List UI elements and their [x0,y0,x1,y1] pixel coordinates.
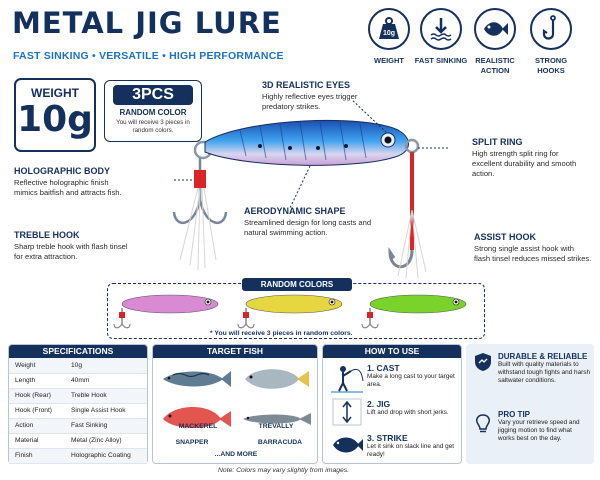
durable-title: DURABLE & RELIABLE [498,352,588,361]
fish-label: SNAPPER [175,439,209,446]
weight-icon: 10g [368,8,410,50]
callout-title: HOLOGRAPHIC BODY [14,166,111,176]
callout-holographic-body: HOLOGRAPHIC BODY Reflective holographic … [14,166,134,198]
callout-title: SPLIT RING [472,137,523,147]
callout-title: TREBLE HOOK [14,230,80,240]
fish-label: BARRACUDA [257,439,303,446]
feature-label: REALISTIC ACTION [475,56,515,75]
pieces-color: RANDOM COLOR [119,108,187,117]
durable-text: Built with quality materials to withstan… [498,361,591,384]
callout-text: Strong single assist hook with flash tin… [474,244,592,263]
feature-action: REALISTIC ACTION [466,8,524,76]
random-colors-note: * You will receive 3 pieces in random co… [210,330,353,337]
callout-eyes: 3D REALISTIC EYES Highly reflective eyes… [262,80,382,112]
pro-tip-title: PRO TIP [498,410,531,419]
page-title: METAL JIG LURE [12,6,282,40]
feature-label: STRONG HOOKS [534,56,568,75]
weight-box: WEIGHT 10g [14,78,96,152]
target-fish-title: TARGET FISH [153,345,317,358]
durable-protip-panel: DURABLE & RELIABLE Built with quality ma… [466,344,594,464]
feature-label: FAST SINKING [414,56,468,65]
fish-label: MACKEREL [178,423,218,430]
sinking-arrow-icon [420,8,462,50]
callout-split-ring: SPLIT RING High strength split ring for … [472,137,590,179]
pro-tip-text: Vary your retrieve speed and jigging mot… [498,419,580,442]
page-subtitle: FAST SINKING • VERSATILE • HIGH PERFORMA… [13,50,284,62]
hook-icon [530,8,572,50]
target-fish-panel: TARGET FISH MACKEREL TREVALLY SNAPPER BA… [152,344,318,464]
feature-hooks: STRONG HOOKS [522,8,580,76]
specifications-title: SPECIFICATIONS [9,345,147,358]
durable-section: DURABLE & RELIABLE Built with quality ma… [498,352,590,385]
strike-icon [333,437,363,453]
snapper-icon [163,407,231,428]
callout-treble-hook: TREBLE HOOK Sharp treble hook with flash… [14,230,130,262]
feature-sinking: FAST SINKING [412,8,470,66]
callout-title: AERODYNAMIC SHAPE [244,206,346,216]
lure-body [204,119,409,166]
pro-tip-section: PRO TIP Vary your retrieve speed and jig… [498,410,590,443]
cast-icon [331,366,364,393]
lure-yellow [237,294,343,329]
callout-text: Sharp treble hook with flash tinsel for … [14,242,128,261]
fish-label: TREVALLY [258,423,294,430]
table-row: Hook (Front)Single Assist Hook [9,403,147,419]
footer-note: Note: Colors may vary slightly from imag… [218,467,350,474]
mackerel-icon [163,371,231,387]
target-fish-illustrations [163,369,311,428]
feature-weight: 10g WEIGHT [360,8,418,66]
callout-text: Highly reflective eyes trigger predatory… [262,92,358,111]
callout-text: High strength split ring for excellent d… [472,149,577,178]
random-colors-label: RANDOM COLORS [242,278,352,291]
callout-title: ASSIST HOOK [474,232,537,242]
lure-green [361,294,467,329]
jig-icon [332,398,362,426]
pieces-note: You will receive 3 pieces in random colo… [116,119,190,134]
shield-icon [475,353,491,371]
feature-label: WEIGHT [374,56,404,65]
callout-assist-hook: ASSIST HOOK Strong single assist hook wi… [474,232,592,264]
barracuda-icon [243,413,311,425]
lightbulb-icon [476,414,490,433]
fish-more-label: ...AND MORE [214,451,258,458]
main-lure-illustration [172,100,450,279]
how-to-use-icons [331,366,364,453]
callout-title: 3D REALISTIC EYES [262,80,351,90]
pieces-box: 3PCS RANDOM COLOR You will receive 3 pie… [104,80,202,142]
random-colors-lures [113,294,467,329]
lure-pink [113,294,219,329]
treble-hook [172,158,228,271]
pieces-count: 3PCS [113,85,193,105]
callout-aerodynamic-shape: AERODYNAMIC SHAPE Streamlined design for… [244,206,374,238]
fish-icon [474,8,516,50]
weight-icon-text: 10g [383,30,395,37]
assist-hook [388,152,427,279]
table-row: Hook (Rear)Treble Hook [9,388,147,404]
callout-text: Reflective holographic finish mimics bai… [14,178,122,197]
trevally-icon [245,369,309,389]
weight-value: 10g [17,99,93,140]
weight-label: WEIGHT [31,86,79,100]
how-to-use-title: HOW TO USE [323,345,461,358]
callout-text: Streamlined design for long casts and na… [244,218,372,237]
